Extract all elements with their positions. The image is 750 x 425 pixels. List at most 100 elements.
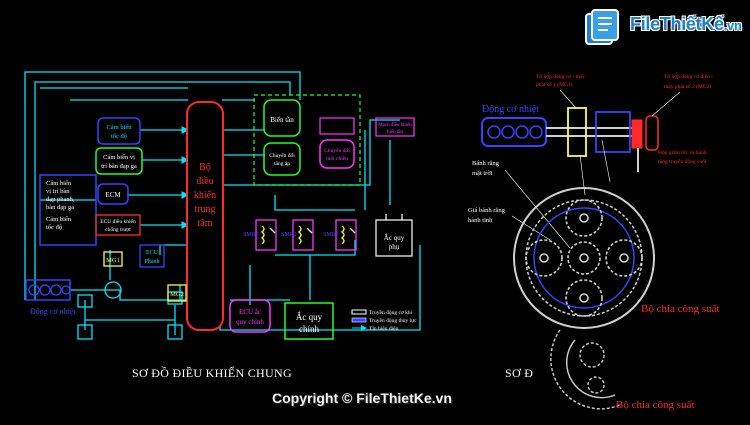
legend-electric: Tín hiệu điện — [369, 326, 399, 332]
carrier-note-1: hành tinh — [468, 217, 493, 224]
gearbox-note-0: Hộp giảm tốc và bánh — [658, 149, 707, 156]
logo-main: FileThiếtKế — [630, 14, 724, 34]
splitter-label-1: Bộ chia công suất — [641, 303, 720, 315]
ecu-brake-box — [139, 244, 165, 268]
central-label-3: trung — [194, 204, 215, 215]
aux-battery-box — [375, 219, 413, 257]
dc-converter-label-0: Chuyển đổi — [324, 147, 350, 154]
mg2-rotor — [645, 115, 659, 151]
relay-group — [255, 219, 357, 251]
speed-sensor-label-1: tốc độ — [111, 133, 127, 140]
mg2-ring — [631, 119, 643, 149]
main-battery-label-0: Ắc quy — [296, 312, 323, 322]
central-label-0: Bộ — [199, 162, 211, 173]
wheel-2 — [167, 324, 183, 340]
power-split-circle — [104, 281, 122, 299]
legend — [351, 309, 367, 331]
mg1-note-1: phát số 1 (MG1) — [536, 81, 573, 88]
brand-logo[interactable] — [582, 8, 747, 48]
mg1-label: MG1 — [106, 257, 120, 264]
ecu-brake-label-1: Phanh — [145, 259, 160, 265]
inverter-control-note — [375, 117, 415, 137]
engine-left — [25, 279, 71, 301]
ecu-battery-label-0: ECU ắc — [239, 308, 261, 316]
pedal-sensor-label-1: trí bàn đạp ga — [101, 163, 137, 170]
wire-22 — [274, 195, 355, 211]
brake-sensor-label-0: Cảm biến — [46, 180, 72, 187]
mg1-note-0: Tổ hợp động cơ - máy — [536, 73, 585, 80]
inverter-label: Biến tần — [270, 116, 294, 124]
mg2-box — [167, 284, 187, 302]
wire-outer-2 — [34, 81, 291, 300]
ecm-label: ECM — [105, 191, 121, 199]
ecu-battery-box — [229, 299, 271, 333]
mg1-box — [103, 251, 123, 267]
dc-converter-box — [319, 139, 355, 169]
switch-2 — [306, 227, 313, 234]
ring-gear-outer — [513, 187, 655, 329]
switch-3 — [349, 227, 356, 234]
ecm-box — [97, 183, 129, 205]
coil-2 — [297, 225, 302, 245]
ecu-brake-label-0: ECU — [146, 250, 159, 256]
carrier-note-0: Giá bánh răng — [468, 207, 506, 214]
coil-3 — [340, 225, 345, 245]
ecu-antislip-label-1: chống trượt — [105, 226, 131, 233]
planet-bottom — [565, 279, 603, 317]
logo-text[interactable]: FileThiếtKế.vn — [630, 14, 742, 35]
brake-sensor-label-3: bàn đạp ga — [46, 204, 74, 211]
brake-sensor-label-1: vị trí bàn — [46, 188, 70, 195]
central-controller — [186, 101, 224, 331]
copyright-text: Copyright © FileThietKe.vn — [272, 390, 452, 406]
left-caption: SƠ ĐỒ ĐIỀU KHIỂN CHUNG — [132, 366, 292, 380]
speed-sensor-label-0: Cảm biến — [106, 124, 132, 131]
central-label-1: điều — [196, 176, 213, 187]
wheel-3 — [77, 294, 93, 308]
brake-sensor-label-2: đạp phanh, — [46, 196, 75, 203]
speed-sensor-box — [97, 117, 141, 145]
wheel-1 — [77, 324, 93, 340]
engine-right-label: Động cơ nhiệt — [482, 104, 539, 115]
logo-icon — [585, 9, 619, 45]
wire-23 — [275, 240, 356, 256]
inv-ctrl-box — [319, 117, 355, 135]
central-label-4: tâm — [198, 218, 213, 229]
logo-domain: .vn — [723, 18, 742, 33]
wheel-speed-label-0: Cảm biến — [46, 216, 72, 223]
switch-1 — [269, 227, 276, 234]
pedal-sensor-label-0: Cảm biến vị — [103, 154, 135, 161]
planet-top — [565, 199, 603, 237]
aux-battery-label-0: Ắc quy — [384, 234, 405, 242]
mg2-note-1: máy phát số 2 (MG2) — [664, 83, 712, 90]
aux-battery-label-1: phụ — [389, 243, 400, 251]
dc-converter-label-1: một chiều — [326, 155, 348, 162]
central-label-2: khiển — [194, 190, 216, 201]
planetary-housing — [595, 111, 631, 153]
main-battery-label-1: chính — [299, 324, 319, 334]
gearbox-note-1: răng truyền động cuối — [658, 158, 707, 165]
relay-2 — [292, 219, 314, 251]
planet-left — [525, 239, 563, 277]
pedal-sensor-box — [95, 147, 143, 175]
splitter-label-2: Bộ chia công suất — [616, 399, 695, 411]
boost-label-1: tăng áp — [274, 161, 290, 167]
mg2-label: MG2 — [170, 291, 184, 298]
boost-converter-box — [263, 142, 301, 176]
inv-note-1: biến tần — [387, 130, 403, 135]
legend-mechanical: Truyền động cơ khí — [369, 309, 413, 316]
sun-gear-note-0: Bánh răng — [472, 160, 500, 167]
inv-note-0: Mạch điều khiển — [378, 122, 412, 128]
boost-label-0: Chuyển đổi — [269, 152, 295, 159]
relay-label-3: SMR3 — [323, 232, 339, 238]
engine-right — [481, 117, 547, 147]
wire-outer-top — [24, 71, 301, 300]
sun-gear-note-1: mặt trời — [472, 170, 493, 177]
right-caption: SƠ Đ — [505, 366, 534, 380]
ecu-antislip-box — [95, 214, 141, 236]
inverter-group — [253, 94, 361, 186]
ring-gear-teeth — [525, 199, 643, 317]
legend-hydraulic: Truyền động thủy lực — [369, 317, 417, 324]
lower-gear — [550, 329, 621, 410]
